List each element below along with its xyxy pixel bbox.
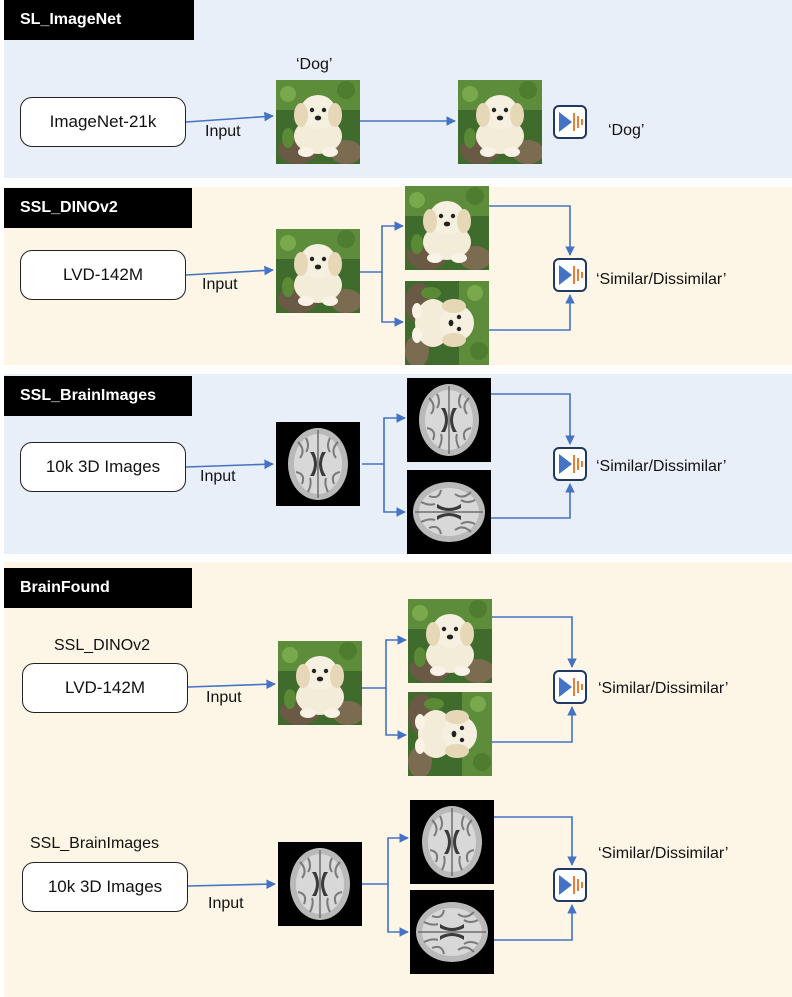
output-label: ‘Similar/Dissimilar’ — [598, 845, 729, 862]
dataset-box-lvd: LVD-142M — [20, 250, 186, 300]
dog-rotated-image — [405, 281, 489, 365]
dataset-box-brain: 10k 3D Images — [20, 442, 186, 492]
model-icon — [553, 447, 587, 481]
panel-brainfound — [4, 562, 792, 997]
model-icon — [553, 670, 587, 704]
brain-mri-image — [276, 422, 360, 506]
dog-image — [276, 80, 360, 164]
dataset-box-lvd: LVD-142M — [22, 663, 188, 713]
output-label: ‘Similar/Dissimilar’ — [596, 458, 727, 475]
brain-mri-rotated-image — [410, 890, 494, 974]
model-icon — [553, 105, 587, 139]
dataset-box-imagenet: ImageNet-21k — [20, 97, 186, 147]
brain-mri-rotated-image — [407, 470, 491, 554]
panel-title-ssl-dinov2: SSL_DINOv2 — [4, 188, 192, 228]
model-icon — [553, 258, 587, 292]
output-label: ‘Dog’ — [608, 122, 645, 139]
brain-mri-augmented-image — [407, 378, 491, 462]
dog-image — [276, 229, 360, 313]
input-label: Input — [205, 123, 241, 140]
dataset-box-brain: 10k 3D Images — [22, 862, 188, 912]
branch-caption-dinov2: SSL_DINOv2 — [54, 637, 151, 654]
input-label: Input — [200, 468, 236, 485]
panel-title-sl-imagenet: SL_ImageNet — [4, 0, 194, 40]
dog-rotated-image — [408, 692, 492, 776]
output-label: ‘Similar/Dissimilar’ — [598, 680, 729, 697]
panel-title-ssl-brainimages: SSL_BrainImages — [4, 376, 192, 416]
dog-image — [278, 641, 362, 725]
dog-image — [458, 80, 542, 164]
panel-title-brainfound: BrainFound — [4, 568, 192, 608]
top-class-label: ‘Dog’ — [296, 56, 333, 73]
output-label: ‘Similar/Dissimilar’ — [596, 271, 727, 288]
dog-augmented-image — [405, 186, 489, 270]
dog-augmented-image — [408, 599, 492, 683]
input-label: Input — [206, 689, 242, 706]
branch-caption-brainimages: SSL_BrainImages — [30, 835, 159, 852]
brain-mri-image — [278, 842, 362, 926]
input-label: Input — [202, 276, 238, 293]
input-label: Input — [208, 895, 244, 912]
model-icon — [553, 868, 587, 902]
brain-mri-augmented-image — [410, 800, 494, 884]
